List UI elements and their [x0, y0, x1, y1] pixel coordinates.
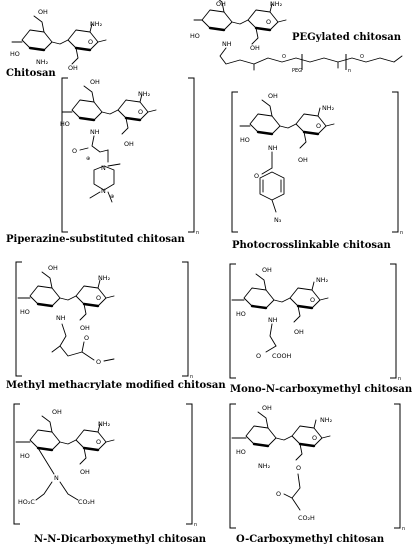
atom-label: OH: [52, 408, 62, 416]
atom-label: HO: [20, 308, 30, 316]
atom-label: NH: [268, 144, 278, 152]
repeat-index: n: [194, 522, 197, 528]
atom-label: NH₂: [322, 104, 335, 112]
atom-label: CO₂H: [78, 498, 95, 506]
atom-label: NH₂: [36, 58, 49, 66]
atom-label: OH: [262, 266, 272, 274]
atom-label: CO₂H: [298, 514, 315, 522]
atom-label: OH: [216, 0, 226, 8]
panel-mono-n-carboxymethyl: OH HO NH O NH₂ OH O COOH n Mono-N-carbox…: [229, 263, 413, 395]
atom-label: O: [84, 334, 89, 342]
panel-o-carboxymethyl: OH HO NH₂ O NH₂ O O CO₂H n O-Carboxymeth…: [229, 403, 405, 545]
atom-label: HO₂C: [18, 498, 35, 506]
peg-label: PEG: [292, 68, 302, 74]
caption-pegylated: PEGylated chitosan: [292, 32, 402, 43]
atom-label: NH₂: [138, 90, 151, 98]
atom-label: O: [276, 490, 281, 498]
atom-label: O: [312, 434, 317, 442]
atom-label: OH: [268, 92, 278, 100]
caption-chitosan: Chitosan: [6, 68, 56, 79]
atom-label: NH: [222, 40, 232, 48]
caption-o-carboxymethyl: O-Carboxymethyl chitosan: [236, 534, 385, 545]
atom-label: O: [256, 352, 261, 360]
caption-photocrosslinkable: Photocrosslinkable chitosan: [232, 240, 392, 251]
atom-label: N: [54, 474, 59, 482]
atom-label: HO: [236, 310, 246, 318]
atom-label: OH: [250, 44, 260, 52]
atom-label: HO: [240, 136, 250, 144]
atom-label: O: [138, 108, 143, 116]
atom-label: O: [254, 172, 259, 180]
atom-label: O: [282, 54, 286, 60]
atom-label: OH: [38, 8, 48, 16]
atom-label: NH: [268, 316, 278, 324]
repeat-index: n: [190, 374, 193, 380]
atom-label: OH: [124, 140, 134, 148]
atom-label: O: [96, 294, 101, 302]
atom-label: HO: [236, 448, 246, 456]
atom-label: HO: [10, 50, 20, 58]
atom-label: O: [72, 147, 77, 155]
repeat-index: n: [398, 376, 401, 382]
atom-label: HO: [20, 452, 30, 460]
caption-mono-n-carboxymethyl: Mono-N-carboxymethyl chitosan: [230, 384, 413, 395]
atom-label: OH: [294, 328, 304, 336]
charge-label: ⊕: [110, 194, 114, 200]
atom-label: O: [316, 122, 321, 130]
atom-label: NH₂: [98, 420, 111, 428]
panel-piperazine: OH HO NH O NH₂ OH O N N ⊕ ⊕ n Piperazine…: [6, 77, 199, 245]
atom-label: NH₂: [320, 416, 333, 424]
panel-chitosan: OH HO NH₂ O NH₂ OH Chitosan: [6, 8, 108, 79]
atom-label: O: [266, 18, 271, 26]
charge-label: ⊕: [86, 156, 90, 162]
atom-label: HO: [60, 120, 70, 128]
atom-label: HO: [190, 32, 200, 40]
atom-label: NH₂: [90, 20, 103, 28]
caption-n-n-dicarboxymethyl: N-N-Dicarboxymethyl chitosan: [34, 534, 207, 545]
atom-label: OH: [90, 78, 100, 86]
atom-label: O: [310, 296, 315, 304]
atom-label: NH: [90, 128, 100, 136]
atom-label: OH: [68, 64, 78, 72]
caption-piperazine: Piperazine-substituted chitosan: [6, 234, 186, 245]
repeat-index: n: [400, 230, 403, 236]
atom-label: COOH: [272, 352, 292, 360]
atom-label: OH: [48, 264, 58, 272]
atom-label: NH: [56, 314, 66, 322]
atom-label: NH₂: [270, 0, 283, 8]
atom-label: OH: [80, 468, 90, 476]
repeat-index: n: [196, 230, 199, 236]
caption-methyl-methacrylate: Methyl methacrylate modified chitosan: [6, 380, 226, 391]
repeat-index: n: [348, 68, 351, 74]
atom-label: OH: [262, 404, 272, 412]
atom-label: O: [96, 438, 101, 446]
atom-label: NH₂: [258, 462, 271, 470]
atom-label: OH: [298, 156, 308, 164]
panel-methyl-methacrylate: OH HO NH O NH₂ OH O O n Methyl methacryl…: [6, 261, 226, 391]
panel-pegylated: OH HO NH O NH₂ OH PEG n O O PEGylated ch…: [190, 0, 403, 74]
atom-label: NH₂: [98, 274, 111, 282]
atom-label: OH: [80, 324, 90, 332]
atom-label: N: [101, 187, 106, 195]
panel-n-n-dicarboxymethyl: OH HO O NH₂ OH N HO₂C CO₂H n N-N-Dicarbo…: [13, 403, 207, 545]
atom-label: N₃: [274, 216, 282, 224]
atom-label: O: [360, 54, 364, 60]
repeat-index: n: [402, 526, 405, 532]
panel-photocrosslinkable: OH HO NH O NH₂ OH O N₃ n Photocrosslinka…: [231, 91, 403, 251]
atom-label: O: [296, 464, 301, 472]
atom-label: NH₂: [316, 276, 329, 284]
atom-label: N: [101, 164, 106, 172]
atom-label: O: [88, 38, 93, 46]
atom-label: O: [96, 358, 101, 366]
